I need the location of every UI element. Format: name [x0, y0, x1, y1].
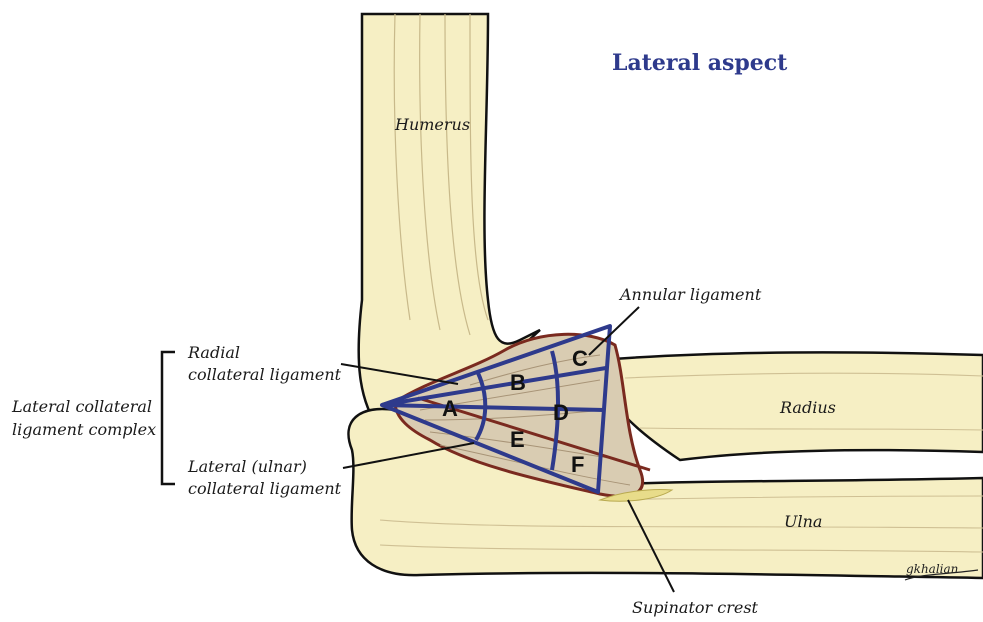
region-d: D: [553, 400, 569, 425]
region-a: A: [442, 396, 458, 421]
radial-collateral-label-line1: Radial: [188, 343, 240, 362]
region-c: C: [572, 346, 588, 371]
ulna-label: Ulna: [784, 512, 822, 531]
lateral-complex-label-line1: Lateral collateral: [12, 397, 152, 416]
annular-ligament-label: Annular ligament: [620, 285, 761, 304]
complex-bracket: [162, 352, 175, 484]
radial-collateral-label-line2: collateral ligament: [188, 365, 341, 384]
region-e: E: [510, 427, 525, 452]
page-title: Lateral aspect: [612, 50, 787, 76]
region-b: B: [510, 370, 526, 395]
region-f: F: [571, 452, 584, 477]
lateral-complex-label-line2: ligament complex: [12, 420, 156, 439]
artist-signature: gkhalian: [906, 562, 958, 576]
lateral-ulnar-label-line1: Lateral (ulnar): [188, 457, 307, 476]
supinator-crest-label: Supinator crest: [632, 598, 758, 617]
lateral-ulnar-label-line2: collateral ligament: [188, 479, 341, 498]
humerus-label: Humerus: [395, 115, 470, 134]
radius-label: Radius: [780, 398, 836, 417]
